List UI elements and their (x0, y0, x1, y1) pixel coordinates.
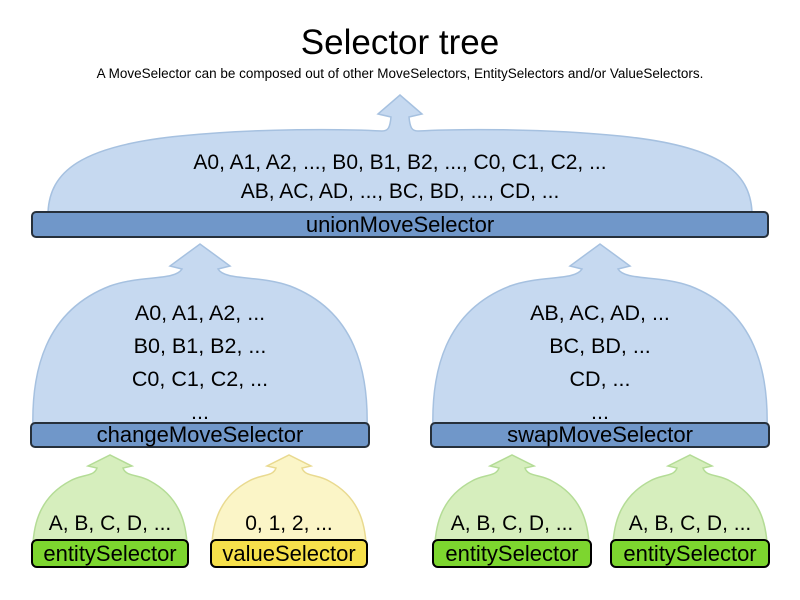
swap-move-selector-bar: swapMoveSelector (430, 422, 770, 448)
union-items-line-2: AB, AC, AD, ..., BC, BD, ..., CD, ... (240, 180, 560, 203)
swap-items-line-3: CD, ... (569, 367, 631, 391)
swap-items-line-4: ... (591, 400, 609, 424)
entity1-cloud-items: A, B, C, D, ... (30, 511, 190, 537)
entity1-selector-bar: entitySelector (31, 539, 189, 568)
entity1-cloud-shape (31, 454, 189, 564)
change-items-line-2: B0, B1, B2, ... (133, 334, 267, 358)
page-title: Selector tree (300, 23, 500, 62)
value1-selector-label: valueSelector (222, 540, 356, 566)
union-items-line-1: A0, A1, A2, ..., B0, B1, B2, ..., C0, C1… (193, 151, 607, 174)
change-cloud-with-up-arrow-icon (32, 243, 368, 432)
entity3-selector-label: entitySelector (623, 540, 757, 566)
value1-cloud-with-up-arrow-icon (210, 454, 368, 564)
change-cloud-items: A0, A1, A2, ... B0, B1, B2, ... C0, C1, … (30, 297, 370, 429)
change-items-line-4: ... (191, 400, 209, 424)
entity3-cloud-items: A, B, C, D, ... (610, 511, 770, 537)
entity2-items-line-1: A, B, C, D, ... (450, 512, 574, 535)
change-move-selector-bar: changeMoveSelector (30, 422, 370, 448)
entity3-cloud-with-up-arrow-icon (611, 454, 769, 564)
entity1-selector-label: entitySelector (43, 540, 177, 566)
value1-cloud-shape (210, 454, 368, 564)
union-move-selector-bar: unionMoveSelector (31, 211, 769, 238)
entity2-selector-label: entitySelector (445, 540, 579, 566)
entity2-cloud-items: A, B, C, D, ... (432, 511, 592, 537)
entity2-cloud-with-up-arrow-icon (433, 454, 591, 564)
swap-items-line-1: AB, AC, AD, ... (530, 301, 670, 325)
value1-selector-bar: valueSelector (210, 539, 368, 568)
change-move-selector-label: changeMoveSelector (96, 422, 304, 447)
union-cloud-shape (47, 94, 753, 213)
swap-cloud-items: AB, AC, AD, ... BC, BD, ... CD, ... ... (430, 297, 770, 429)
change-items-line-3: C0, C1, C2, ... (131, 367, 269, 391)
value1-items-line-1: 0, 1, 2, ... (245, 512, 333, 535)
entity2-selector-bar: entitySelector (432, 539, 592, 568)
entity1-items-line-1: A, B, C, D, ... (48, 512, 172, 535)
page-subtitle: A MoveSelector can be composed out of ot… (96, 66, 704, 81)
swap-cloud-with-up-arrow-icon (432, 243, 768, 432)
entity2-cloud-shape (433, 454, 591, 564)
entity3-selector-bar: entitySelector (610, 539, 770, 568)
change-items-line-1: A0, A1, A2, ... (134, 301, 266, 325)
value1-cloud-items: 0, 1, 2, ... (209, 511, 369, 537)
entity3-cloud-shape (611, 454, 769, 564)
entity1-cloud-with-up-arrow-icon (31, 454, 189, 564)
union-move-selector-label: unionMoveSelector (305, 211, 495, 237)
union-cloud-items: A0, A1, A2, ..., B0, B1, B2, ..., C0, C1… (0, 148, 800, 206)
swap-move-selector-label: swapMoveSelector (507, 422, 693, 447)
change-cloud-shape (32, 243, 368, 432)
entity3-items-line-1: A, B, C, D, ... (628, 512, 752, 535)
swap-cloud-shape (432, 243, 768, 432)
swap-items-line-2: BC, BD, ... (549, 334, 651, 358)
union-cloud-with-up-arrow-icon (47, 94, 753, 213)
